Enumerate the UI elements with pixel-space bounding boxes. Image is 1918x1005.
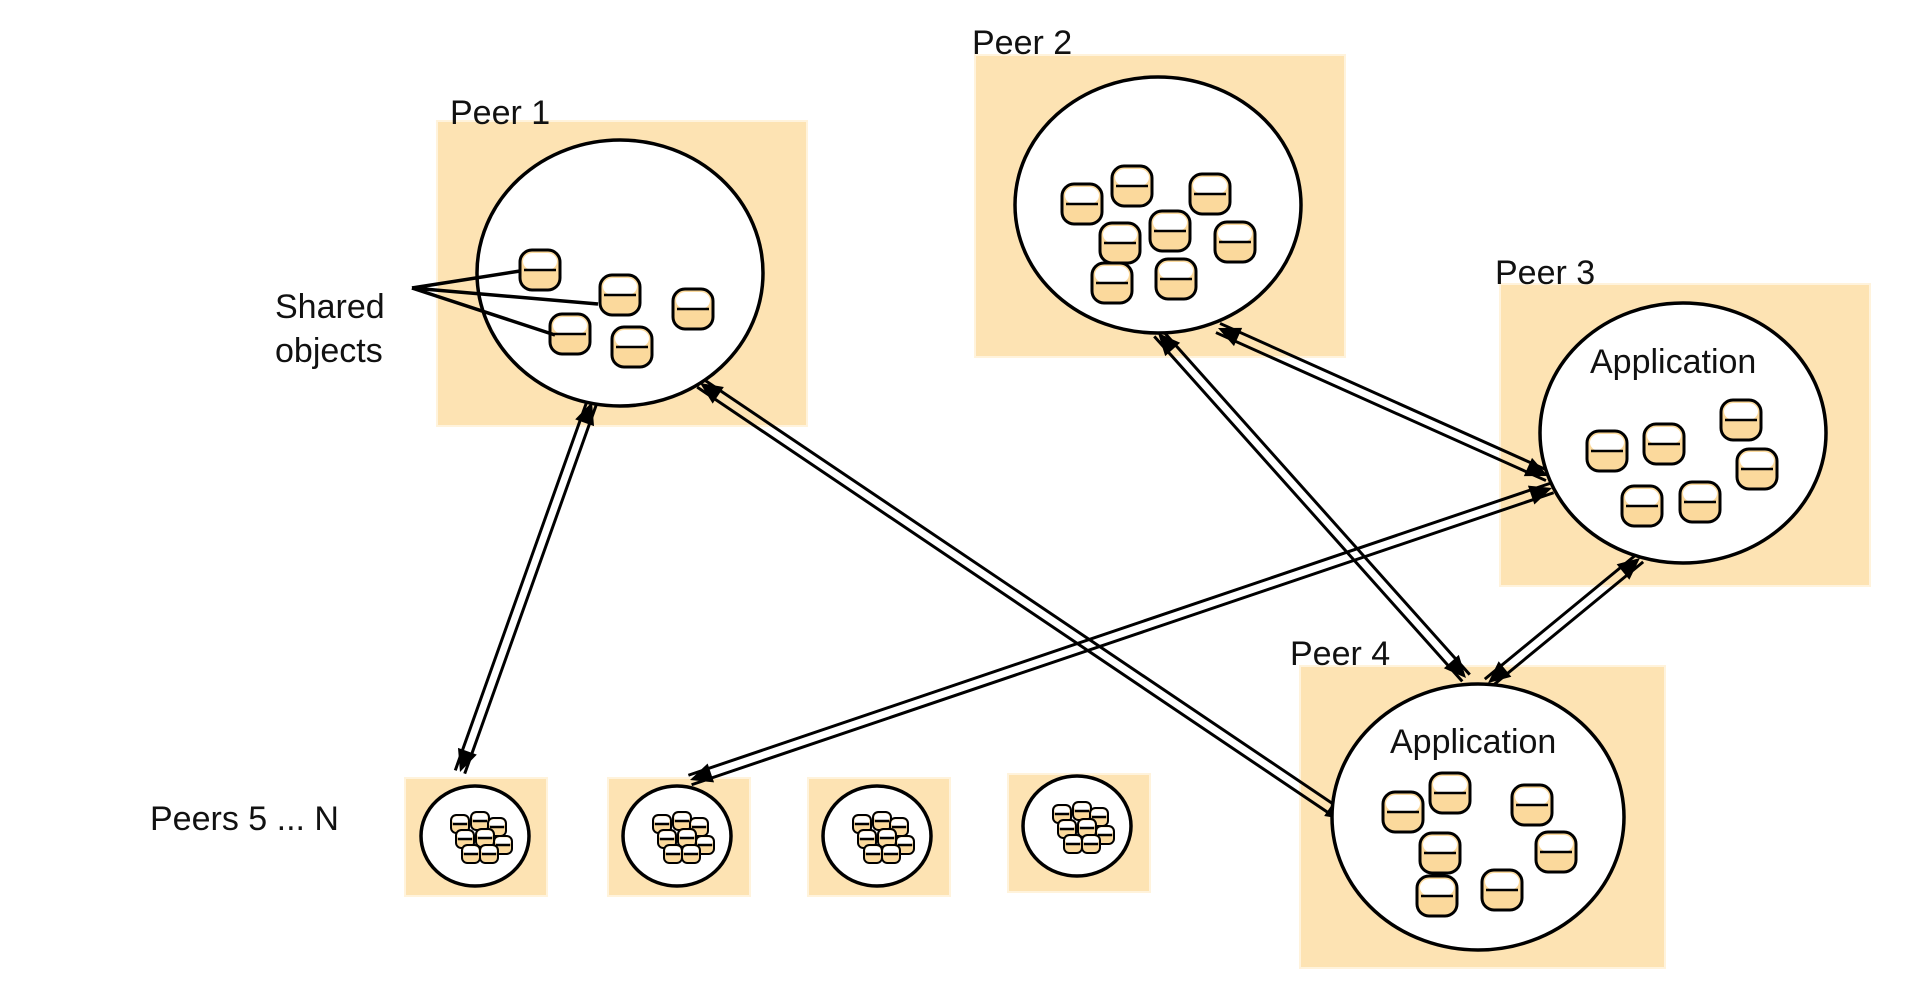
connection-peer3-peer4 xyxy=(1483,552,1645,689)
peer2-circle xyxy=(1013,75,1303,335)
shared-object-icon xyxy=(1148,209,1192,253)
shared-object-icon xyxy=(1090,261,1134,305)
shared-object-icon xyxy=(1642,422,1686,466)
shared-object-icon xyxy=(1415,874,1459,918)
shared-object-icon xyxy=(671,287,715,331)
small-shared-object-icon xyxy=(881,844,901,864)
shared-object-icon xyxy=(1154,257,1198,301)
peer3-app-label: Application xyxy=(1590,343,1756,381)
peer3-label: Peer 3 xyxy=(1495,254,1595,292)
shared-objects-label-line2: objects xyxy=(275,332,383,370)
arrowhead xyxy=(457,747,477,772)
shared-object-icon xyxy=(1381,790,1425,834)
peer1-label: Peer 1 xyxy=(450,94,550,132)
arrowhead xyxy=(1443,654,1466,678)
small-shared-object-icon xyxy=(461,844,481,864)
small-shared-object-icon xyxy=(1081,834,1101,854)
peer4-label: Peer 4 xyxy=(1290,635,1390,673)
arrowhead xyxy=(1488,661,1512,683)
arrowhead xyxy=(1158,333,1181,357)
shared-object-icon xyxy=(1098,221,1142,265)
shared-object-icon xyxy=(1110,164,1154,208)
arrowhead xyxy=(700,383,724,404)
small-shared-object-icon xyxy=(657,829,677,849)
small-shared-object-icon xyxy=(672,811,692,831)
shared-object-icon xyxy=(1480,868,1524,912)
shared-object-icon xyxy=(548,312,592,356)
small-shared-object-icon xyxy=(1063,834,1083,854)
small-shared-object-icon xyxy=(677,828,697,848)
small-shared-object-icon xyxy=(652,814,672,834)
shared-object-icon xyxy=(1418,831,1462,875)
shared-object-icon xyxy=(1510,783,1554,827)
connection-peer2-peer4 xyxy=(1153,328,1471,683)
arrowhead xyxy=(690,763,715,783)
peer2-label: Peer 2 xyxy=(972,24,1072,62)
connections xyxy=(453,322,1645,826)
small-shared-object-icon xyxy=(681,844,701,864)
shared-object-icon xyxy=(598,273,642,317)
arrowhead xyxy=(575,402,595,427)
shared-object-icon xyxy=(1620,484,1664,528)
small-shared-object-icon xyxy=(1072,801,1092,821)
small-shared-object-icon xyxy=(889,817,909,837)
peer4-circle xyxy=(1330,682,1626,952)
shared-objects-layer xyxy=(450,164,1779,918)
shared-object-icon xyxy=(610,325,654,369)
small-shared-object-icon xyxy=(863,844,883,864)
arrowhead xyxy=(1218,327,1243,347)
peer4-app-label: Application xyxy=(1390,723,1556,761)
small-shared-object-icon xyxy=(470,811,490,831)
shared-objects-pointers xyxy=(411,269,599,337)
small-shared-object-icon xyxy=(872,811,892,831)
small-shared-object-icon xyxy=(895,835,915,855)
connection-peer2-peer3 xyxy=(1215,322,1551,482)
small-shared-object-icon xyxy=(663,844,683,864)
shared-object-icon xyxy=(518,248,562,292)
small-shared-object-icon xyxy=(1052,804,1072,824)
shared-object-icon xyxy=(1735,447,1779,491)
shared-object-icon xyxy=(1188,172,1232,216)
shared-object-icon xyxy=(1585,429,1629,473)
small-peers-label: Peers 5 ... N xyxy=(150,800,339,838)
connection-peer3-small2 xyxy=(687,481,1555,787)
shared-object-icon xyxy=(1213,220,1257,264)
shared-object-icon xyxy=(1060,182,1104,226)
small-shared-object-icon xyxy=(1057,819,1077,839)
arrowhead xyxy=(1527,485,1552,505)
shared-objects-label-line1: Shared xyxy=(275,288,385,326)
shared-object-icon xyxy=(1678,480,1722,524)
small-shared-object-icon xyxy=(877,828,897,848)
small-shared-object-icon xyxy=(852,814,872,834)
shared-object-icon xyxy=(1534,830,1578,874)
connection-peer1-small1 xyxy=(453,399,599,775)
small-shared-object-icon xyxy=(479,844,499,864)
arrowhead xyxy=(1616,558,1640,580)
arrowhead xyxy=(1523,457,1548,477)
shared-object-icon xyxy=(1428,771,1472,815)
shared-object-icon xyxy=(1719,398,1763,442)
